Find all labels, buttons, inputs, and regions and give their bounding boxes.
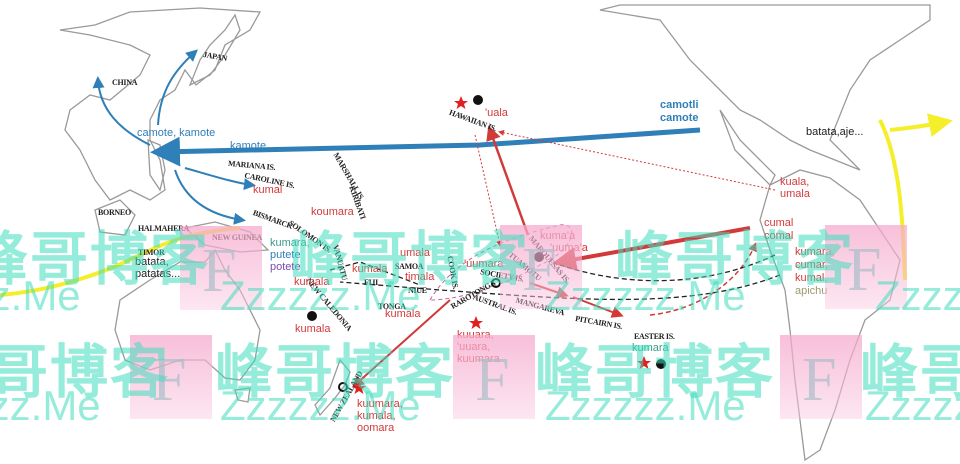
region-new-guinea: NEW GUINEA xyxy=(212,233,262,242)
label-apichu: apichu xyxy=(795,285,828,297)
yellow-arrow-east xyxy=(878,120,945,281)
label-uuma-a: 'uuma'a xyxy=(550,242,588,254)
label-batata-aje: batata,aje... xyxy=(806,126,864,138)
marquesas-to-hawaii xyxy=(486,125,530,236)
region-niue: NIUE xyxy=(408,286,427,295)
japan-coast xyxy=(188,13,241,87)
vanuatu-fiji-route xyxy=(329,261,421,286)
label-camotli: camotli xyxy=(660,99,699,111)
label-umala-ecuador: umala xyxy=(780,188,810,200)
hawaii-star-icon xyxy=(454,96,468,109)
arrow-to-japan xyxy=(157,49,198,126)
central-america-coast xyxy=(719,109,776,187)
new-zealand-coast xyxy=(314,358,351,417)
label-kuumara-austral: kuumara xyxy=(457,353,500,365)
borneo-coast xyxy=(94,199,136,236)
easter-dot-icon xyxy=(656,359,666,369)
philippines-coast xyxy=(147,139,166,192)
label-camote-kamote: camote, kamote xyxy=(137,127,216,139)
central-america-to-hawaii xyxy=(498,129,776,191)
label-uuara: 'uuara, xyxy=(457,341,491,353)
label-potete: potete xyxy=(270,261,301,273)
label-putete: putete xyxy=(270,249,301,261)
easter-star-icon xyxy=(637,356,651,369)
label-uumara: 'uumara xyxy=(464,258,504,270)
return-route-2 xyxy=(339,274,781,301)
hawaii-to-society xyxy=(474,134,503,247)
label-nz-kuumara: kuumara, xyxy=(357,398,403,410)
region-fiji: FIJI xyxy=(364,278,378,287)
to-new-zealand xyxy=(352,299,451,388)
asia-coast xyxy=(59,7,262,201)
label-camote: camote xyxy=(660,112,699,124)
south-america-coast xyxy=(759,169,901,462)
label-comal: comal xyxy=(764,230,794,242)
label-kumala-vanuatu: kumala xyxy=(294,276,330,288)
label-kumala-fiji: kumala xyxy=(352,263,388,275)
label-kumala-tonga: kumala xyxy=(385,308,421,320)
arrow-to-caroline xyxy=(184,167,256,191)
label-batata: batata, xyxy=(135,256,169,268)
region-easter: EASTER IS. xyxy=(634,332,675,341)
region-borneo: BORNEO xyxy=(98,208,131,217)
label-kumara-andes: kumara, xyxy=(795,246,835,258)
label-kumara-easter: kumara xyxy=(632,342,669,354)
label-kumara-vanuatu: kumara, xyxy=(270,237,310,249)
label-patatas: patatas... xyxy=(135,268,181,280)
blue-dispersal-arrows xyxy=(92,49,701,225)
hawaii-dot-icon xyxy=(473,95,483,105)
label-koumara: koumara xyxy=(311,206,354,218)
label-nz-oomara: oomara xyxy=(357,422,395,434)
tuamotu-to-mangareva xyxy=(529,282,569,299)
region-samoa: SAMOA xyxy=(395,262,424,271)
label-umala: umala xyxy=(400,247,430,259)
new-caledonia-dot-icon xyxy=(307,311,317,321)
black-dashed-routes xyxy=(329,254,781,301)
label-kuala: kuala, xyxy=(780,176,810,188)
label-nz-kumala: kumala, xyxy=(357,410,396,422)
label-timala: timala xyxy=(405,271,435,283)
label-kumal-andes: kumal, xyxy=(795,272,828,284)
region-china: CHINA xyxy=(112,78,138,87)
kamote-main-arrow xyxy=(150,127,701,167)
return-route-1 xyxy=(559,254,776,282)
label-kuma-a: kuma'a xyxy=(540,230,576,242)
austral-star-icon xyxy=(469,316,483,329)
region-tonga: TONGA xyxy=(378,302,406,311)
label-cumar: cumar, xyxy=(795,259,829,271)
label-kumal-caroline: kumal xyxy=(253,184,283,196)
nz-star-icon xyxy=(352,381,366,394)
coastlines xyxy=(59,4,931,462)
nz-ring-icon xyxy=(338,382,348,392)
tasmania-coast xyxy=(234,387,251,403)
north-america-coast xyxy=(599,4,931,171)
label-kamote: kamote xyxy=(230,140,267,152)
arrow-to-new-guinea xyxy=(174,169,246,225)
site-markers xyxy=(307,95,666,394)
region-timor: TIMOR xyxy=(138,248,165,257)
label-uala: 'uala xyxy=(485,107,508,119)
label-kumala-new-caledonia: kumala xyxy=(295,323,331,335)
label-cumal: cumal xyxy=(764,217,794,229)
region-halmahera: HALMAHERA xyxy=(138,224,190,233)
pitcairn-to-south-america xyxy=(649,242,757,316)
label-kuuara: kuuara, xyxy=(457,329,494,341)
south-america-to-marquesas xyxy=(552,226,751,271)
arrow-to-china xyxy=(92,76,151,146)
